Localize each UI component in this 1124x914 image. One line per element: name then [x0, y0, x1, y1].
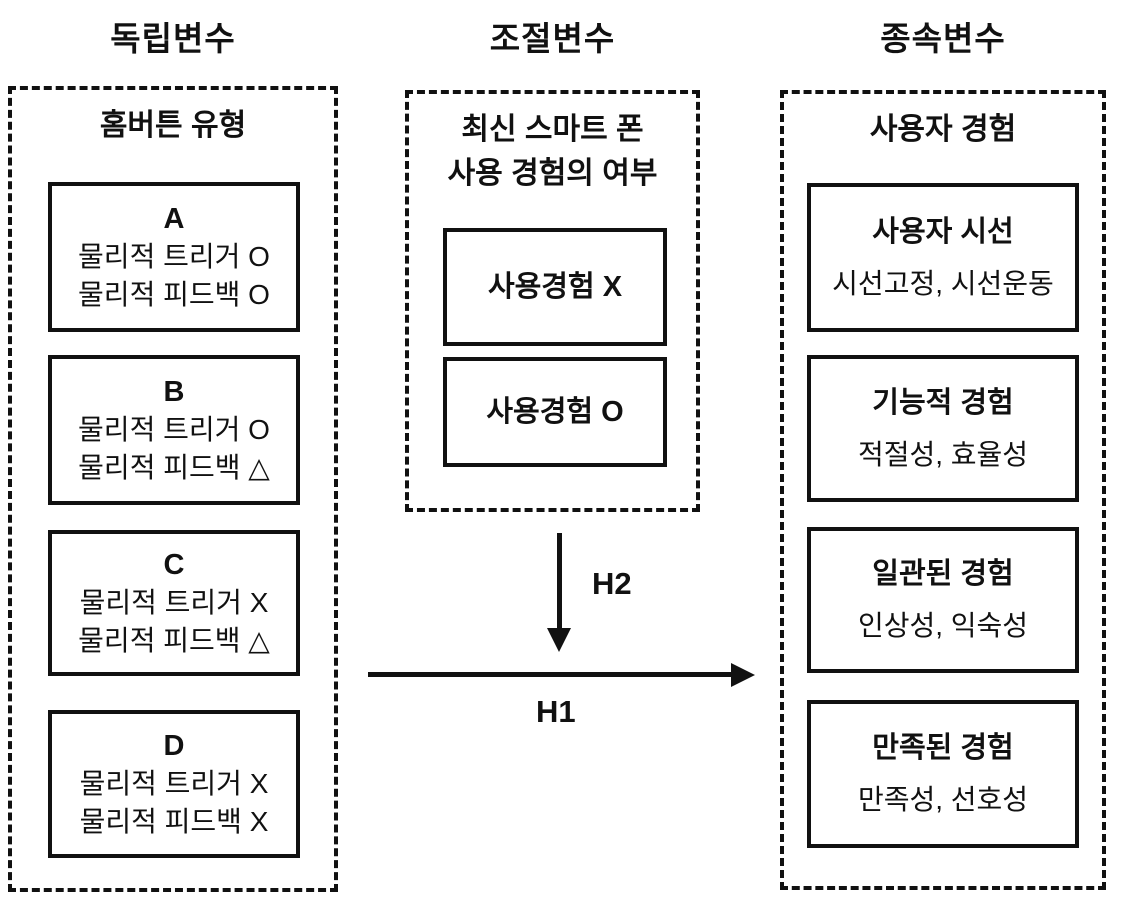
box-c-line2: 물리적 피드백 △: [78, 625, 270, 656]
usage-experience-yes-box: 사용경험 O: [443, 357, 667, 467]
independent-variable-header: 독립변수: [110, 20, 236, 57]
dependent-group-title: 사용자 경험: [869, 113, 1017, 146]
h2-label: H2: [592, 566, 632, 601]
h1-label: H1: [536, 694, 576, 729]
h2-arrow-line: [557, 533, 562, 633]
h1-arrowhead-icon: [731, 663, 755, 687]
box-b-line1: 물리적 트리거 O: [78, 414, 270, 445]
moderator-variable-header: 조절변수: [489, 20, 616, 57]
usage-experience-no-box: 사용경험 X: [443, 228, 667, 346]
box-a-title: A: [163, 203, 185, 235]
home-button-type-d-box: D 물리적 트리거 X 물리적 피드백 X: [48, 710, 300, 858]
functional-experience-subtitle: 적절성, 효율성: [857, 438, 1029, 470]
moderator-group-title: 최신 스마트 폰 사용 경험의 여부: [405, 108, 700, 196]
box-a-line1: 물리적 트리거 O: [78, 241, 270, 272]
box-d-line2: 물리적 피드백 X: [79, 806, 269, 837]
consistent-experience-subtitle: 인상성, 익숙성: [857, 610, 1029, 641]
moderator-title-line1: 최신 스마트 폰: [461, 113, 644, 146]
h1-arrow-line: [368, 672, 734, 677]
satisfied-experience-subtitle: 만족성, 선호성: [857, 784, 1029, 815]
dependent-variable-header: 종속변수: [880, 20, 1006, 57]
h2-arrowhead-icon: [547, 628, 571, 652]
box-c-line1: 물리적 트리거 X: [79, 587, 269, 618]
usage-experience-no-label: 사용경험 X: [487, 271, 623, 303]
home-button-type-b-box: B 물리적 트리거 O 물리적 피드백 △: [48, 355, 300, 505]
box-b-line2: 물리적 피드백 △: [78, 452, 270, 483]
moderator-title-line2: 사용 경험의 여부: [447, 157, 658, 190]
box-d-title: D: [163, 730, 185, 762]
user-gaze-title: 사용자 시선: [872, 215, 1014, 248]
consistent-experience-box: 일관된 경험 인상성, 익숙성: [807, 527, 1079, 673]
box-d-line1: 물리적 트리거 X: [79, 768, 269, 799]
home-button-type-a-box: A 물리적 트리거 O 물리적 피드백 O: [48, 182, 300, 332]
consistent-experience-title: 일관된 경험: [872, 558, 1014, 590]
user-gaze-subtitle: 시선고정, 시선운동: [832, 267, 1054, 299]
functional-experience-title: 기능적 경험: [872, 386, 1014, 419]
functional-experience-box: 기능적 경험 적절성, 효율성: [807, 355, 1079, 502]
satisfied-experience-box: 만족된 경험 만족성, 선호성: [807, 700, 1079, 848]
box-c-title: C: [163, 549, 185, 581]
usage-experience-yes-label: 사용경험 O: [486, 396, 624, 428]
box-b-title: B: [163, 376, 185, 408]
user-gaze-box: 사용자 시선 시선고정, 시선운동: [807, 183, 1079, 332]
home-button-type-c-box: C 물리적 트리거 X 물리적 피드백 △: [48, 530, 300, 676]
independent-group-title: 홈버튼 유형: [99, 109, 247, 142]
satisfied-experience-title: 만족된 경험: [872, 732, 1014, 764]
box-a-line2: 물리적 피드백 O: [78, 279, 270, 310]
